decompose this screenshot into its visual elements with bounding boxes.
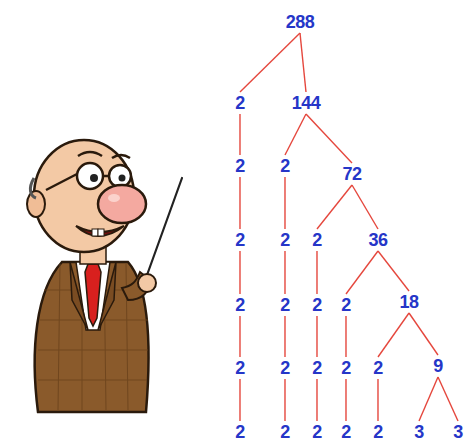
number-text: 288 [286, 13, 315, 31]
number-text: 2 [280, 359, 290, 377]
branch-line [317, 185, 352, 229]
number-text: 72 [342, 165, 361, 183]
factor-number: 2 [371, 358, 385, 378]
branch-line [316, 379, 317, 421]
branch-line [239, 316, 240, 357]
branch-line [378, 313, 409, 357]
branch-line [346, 251, 378, 294]
branch-line [316, 251, 317, 294]
number-text: 2 [235, 231, 245, 249]
branch-line [306, 114, 352, 163]
branch-line [300, 33, 306, 92]
factor-number: 2 [233, 156, 247, 176]
branch-line [345, 316, 346, 357]
number-text: 2 [312, 296, 322, 314]
branch-line [239, 177, 240, 229]
factor-number: 2 [339, 295, 353, 315]
number-text: 144 [292, 94, 321, 112]
number-text: 2 [312, 423, 322, 441]
number-text: 2 [341, 359, 351, 377]
number-text: 18 [399, 293, 418, 311]
branch-line [284, 316, 285, 357]
number-text: 2 [235, 157, 245, 175]
branch-line [409, 313, 438, 355]
factor-number: 2 [310, 295, 324, 315]
factor-number: 2 [310, 358, 324, 378]
factor-number: 2 [233, 230, 247, 250]
factor-number: 2 [278, 358, 292, 378]
branch-line [377, 379, 378, 421]
number-text: 2 [312, 231, 322, 249]
number-text: 36 [368, 231, 387, 249]
branch-line [239, 379, 240, 421]
factor-number: 144 [290, 93, 323, 113]
branch-line [240, 33, 300, 92]
factor-number: 3 [451, 422, 465, 442]
number-text: 2 [235, 296, 245, 314]
branch-line [378, 251, 409, 291]
branch-line [316, 316, 317, 357]
branch-line [419, 377, 438, 421]
branch-line [285, 114, 306, 155]
number-text: 3 [453, 423, 463, 441]
factor-number: 2 [233, 93, 247, 113]
branch-line [284, 379, 285, 421]
number-text: 2 [373, 423, 383, 441]
number-text: 2 [280, 296, 290, 314]
factor-number: 288 [284, 12, 317, 32]
factor-number: 2 [310, 230, 324, 250]
number-text: 2 [280, 231, 290, 249]
number-text: 2 [312, 359, 322, 377]
factor-number: 18 [397, 292, 420, 312]
number-text: 2 [235, 359, 245, 377]
branch-line [284, 251, 285, 294]
number-text: 2 [280, 157, 290, 175]
factor-number: 2 [233, 422, 247, 442]
factor-number: 2 [339, 358, 353, 378]
number-text: 2 [341, 423, 351, 441]
number-text: 2 [235, 94, 245, 112]
factor-number: 72 [340, 164, 363, 184]
number-text: 3 [414, 423, 424, 441]
factor-number: 2 [278, 156, 292, 176]
factor-number: 2 [278, 230, 292, 250]
number-text: 2 [373, 359, 383, 377]
factor-number: 9 [431, 356, 445, 376]
factor-number: 2 [371, 422, 385, 442]
factor-number: 2 [233, 295, 247, 315]
number-text: 2 [341, 296, 351, 314]
branch-line [352, 185, 378, 229]
branch-line [239, 251, 240, 294]
number-text: 2 [235, 423, 245, 441]
factor-number: 2 [310, 422, 324, 442]
branch-line [345, 379, 346, 421]
factor-number: 2 [278, 295, 292, 315]
factor-number: 36 [366, 230, 389, 250]
branch-line [284, 177, 285, 229]
factor-number: 2 [278, 422, 292, 442]
branch-line [438, 377, 458, 421]
factor-number: 3 [412, 422, 426, 442]
number-text: 2 [280, 423, 290, 441]
number-text: 9 [433, 357, 443, 375]
branch-line [239, 114, 240, 155]
factor-number: 2 [339, 422, 353, 442]
factor-number: 2 [233, 358, 247, 378]
